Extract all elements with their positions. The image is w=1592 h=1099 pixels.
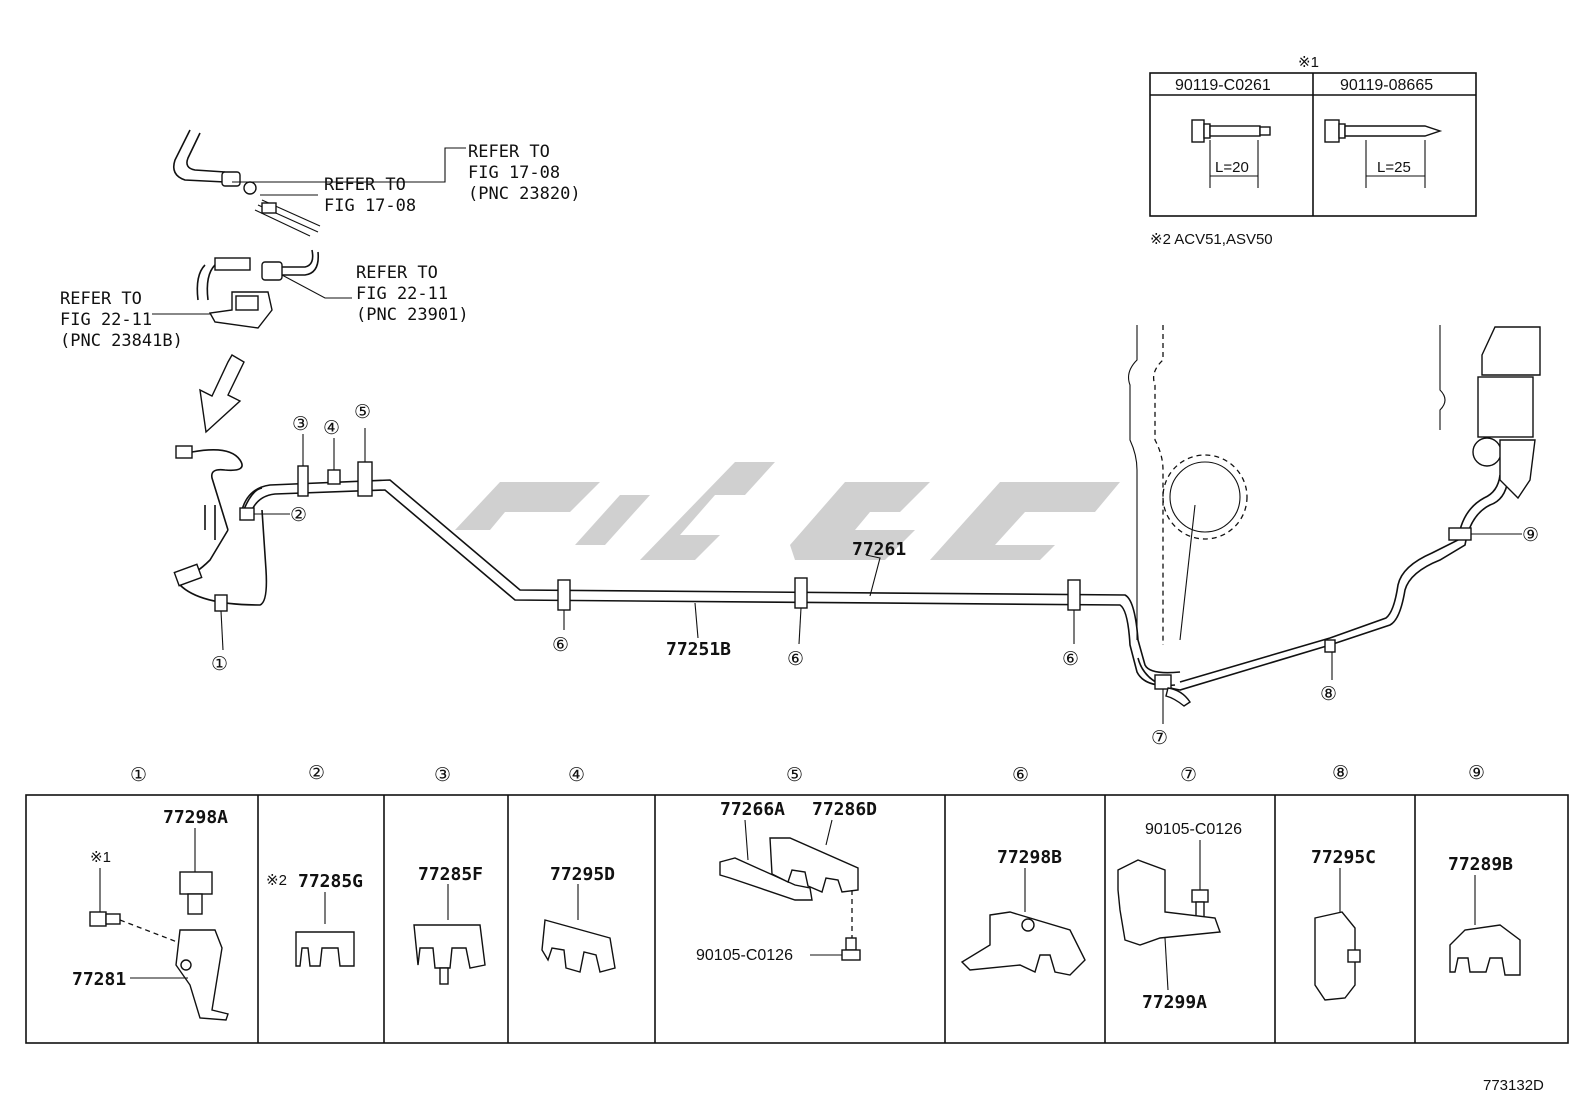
panel-5-number: ⑤	[786, 765, 803, 786]
panel-5-part-a: 77266A	[720, 799, 785, 820]
panel-2-mark: ※2	[266, 872, 287, 889]
ref-d-line2: FIG 22-11	[60, 310, 152, 330]
svg-text:②: ②	[290, 505, 307, 526]
svg-text:⑨: ⑨	[1522, 525, 1539, 546]
callout-6b: ⑥	[787, 607, 804, 670]
ref-d-line1: REFER TO	[60, 289, 142, 309]
panel-2-number: ②	[308, 763, 325, 784]
callout-3: ③	[292, 414, 309, 466]
ref-a-line1: REFER TO	[468, 142, 550, 162]
svg-text:⑦: ⑦	[1151, 728, 1168, 749]
svg-text:⑥: ⑥	[552, 635, 569, 656]
callout-4: ④	[323, 418, 340, 470]
ref-a-line2: FIG 17-08	[468, 163, 560, 183]
svg-text:⑥: ⑥	[1062, 649, 1079, 670]
svg-text:③: ③	[292, 414, 309, 435]
bolt-table: ※1 90119-C0261 90119-08665 L=20 L=25	[1149, 54, 1477, 217]
panel-1-number: ①	[130, 765, 147, 786]
panel-2-part: 77285G	[298, 871, 363, 892]
bolt-col2-length: L=25	[1377, 159, 1411, 176]
svg-text:①: ①	[211, 654, 228, 675]
callout-1: ①	[211, 610, 228, 675]
ref-c-line2: FIG 22-11	[356, 284, 448, 304]
callout-2: ②	[254, 505, 307, 526]
brake-tube-routing	[173, 445, 1509, 707]
leader-ref-c	[281, 274, 352, 299]
panel-6-number: ⑥	[1012, 765, 1029, 786]
bolt-col1-part: 90119-C0261	[1175, 77, 1271, 94]
panel-1-part-b: 77281	[72, 969, 126, 990]
label-77261: 77261	[852, 539, 906, 560]
panel-8-number: ⑧	[1332, 763, 1349, 784]
ref-d-line3: (PNC 23841B)	[60, 331, 183, 351]
bolt-col2-part: 90119-08665	[1340, 77, 1433, 94]
bolt-col1-length: L=20	[1215, 159, 1249, 176]
ref-a-line3: (PNC 23820)	[468, 184, 581, 204]
direction-arrow	[199, 354, 245, 434]
leader-ref-a	[232, 147, 466, 183]
panel-5-part-b: 77286D	[812, 799, 877, 820]
callout-9: ⑨	[1471, 525, 1539, 546]
panel-8-part: 77295C	[1311, 847, 1376, 868]
panel-6-part: 77298B	[997, 847, 1062, 868]
callout-8: ⑧	[1320, 652, 1337, 705]
panel-7-part-a: 90105-C0126	[1145, 821, 1242, 838]
leader-77251b	[694, 602, 699, 639]
detail-panels: ① ② ③ ④ ⑤ ⑥ ⑦ ⑧ ⑨ 77298A ※1 77281 ※2 772…	[25, 763, 1569, 1044]
callout-7: ⑦	[1151, 689, 1168, 749]
panel-1-mark: ※1	[90, 849, 111, 866]
svg-text:⑧: ⑧	[1320, 684, 1337, 705]
ref-c-line3: (PNC 23901)	[356, 305, 469, 325]
diagram-id: 773132D	[1483, 1077, 1544, 1094]
panel-3-part: 77285F	[418, 864, 483, 885]
leader-77261	[865, 554, 881, 597]
panel-3-number: ③	[434, 765, 451, 786]
panel-9-number: ⑨	[1468, 763, 1485, 784]
callout-6c: ⑥	[1062, 610, 1079, 670]
bolt-table-title: ※1	[1298, 54, 1319, 71]
ref-c-line1: REFER TO	[356, 263, 438, 283]
label-77251b: 77251B	[666, 639, 731, 660]
panel-9-part: 77289B	[1448, 854, 1513, 875]
panel-1-part-a: 77298A	[163, 807, 228, 828]
ref-b-line1: REFER TO	[324, 175, 406, 195]
note-2: ※2 ACV51,ASV50	[1150, 231, 1273, 248]
panel-4-number: ④	[568, 765, 585, 786]
callout-6a: ⑥	[552, 610, 569, 656]
watermark-logo	[455, 462, 1120, 560]
panel-7-number: ⑦	[1180, 765, 1197, 786]
svg-text:⑤: ⑤	[354, 402, 371, 423]
panel-5-part-c: 90105-C0126	[696, 947, 793, 964]
body-outline	[1128, 325, 1541, 645]
panel-4-part: 77295D	[550, 864, 615, 885]
callout-5: ⑤	[354, 402, 371, 462]
fuel-hose-assembly	[172, 129, 321, 329]
ref-b-line2: FIG 17-08	[324, 196, 416, 216]
svg-text:⑥: ⑥	[787, 649, 804, 670]
svg-text:④: ④	[323, 418, 340, 439]
panel-7-part-b: 77299A	[1142, 992, 1207, 1013]
